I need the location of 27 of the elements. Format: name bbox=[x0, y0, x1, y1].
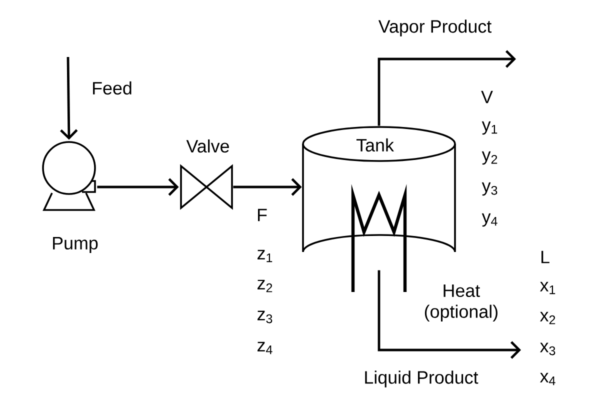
arrow bbox=[378, 50, 516, 126]
label: V bbox=[481, 90, 493, 104]
edge-label: Liquid Product bbox=[365, 370, 478, 388]
label: y$_{4}$ bbox=[482, 213, 498, 227]
edge-label: Feed bbox=[93, 81, 132, 95]
arrow bbox=[60, 56, 78, 140]
edge-label: Vapor Product bbox=[378, 20, 492, 36]
label: x$_{1}$ bbox=[540, 282, 556, 294]
arrow bbox=[97, 178, 179, 196]
label: z$_{3}$ bbox=[258, 310, 272, 324]
label: L bbox=[542, 250, 550, 264]
node-label: Pump bbox=[53, 236, 98, 254]
node-label: Valve bbox=[186, 139, 229, 153]
label: z$_{2}$ bbox=[258, 280, 272, 292]
arrow bbox=[233, 178, 302, 196]
label: y$_{1}$ bbox=[482, 121, 498, 135]
label: Heat (optional) bbox=[424, 284, 498, 322]
label: F bbox=[258, 208, 267, 222]
label: z$_{4}$ bbox=[258, 342, 272, 354]
label: y$_{3}$ bbox=[482, 182, 498, 196]
label: x$_{4}$ bbox=[540, 372, 556, 386]
label: y$_{2}$ bbox=[482, 151, 498, 165]
label: x$_{3}$ bbox=[540, 342, 556, 356]
label: z$_{1}$ bbox=[258, 250, 272, 262]
label: x$_{2}$ bbox=[540, 312, 556, 324]
node-label: Tank bbox=[356, 138, 394, 152]
arrow bbox=[378, 270, 521, 359]
